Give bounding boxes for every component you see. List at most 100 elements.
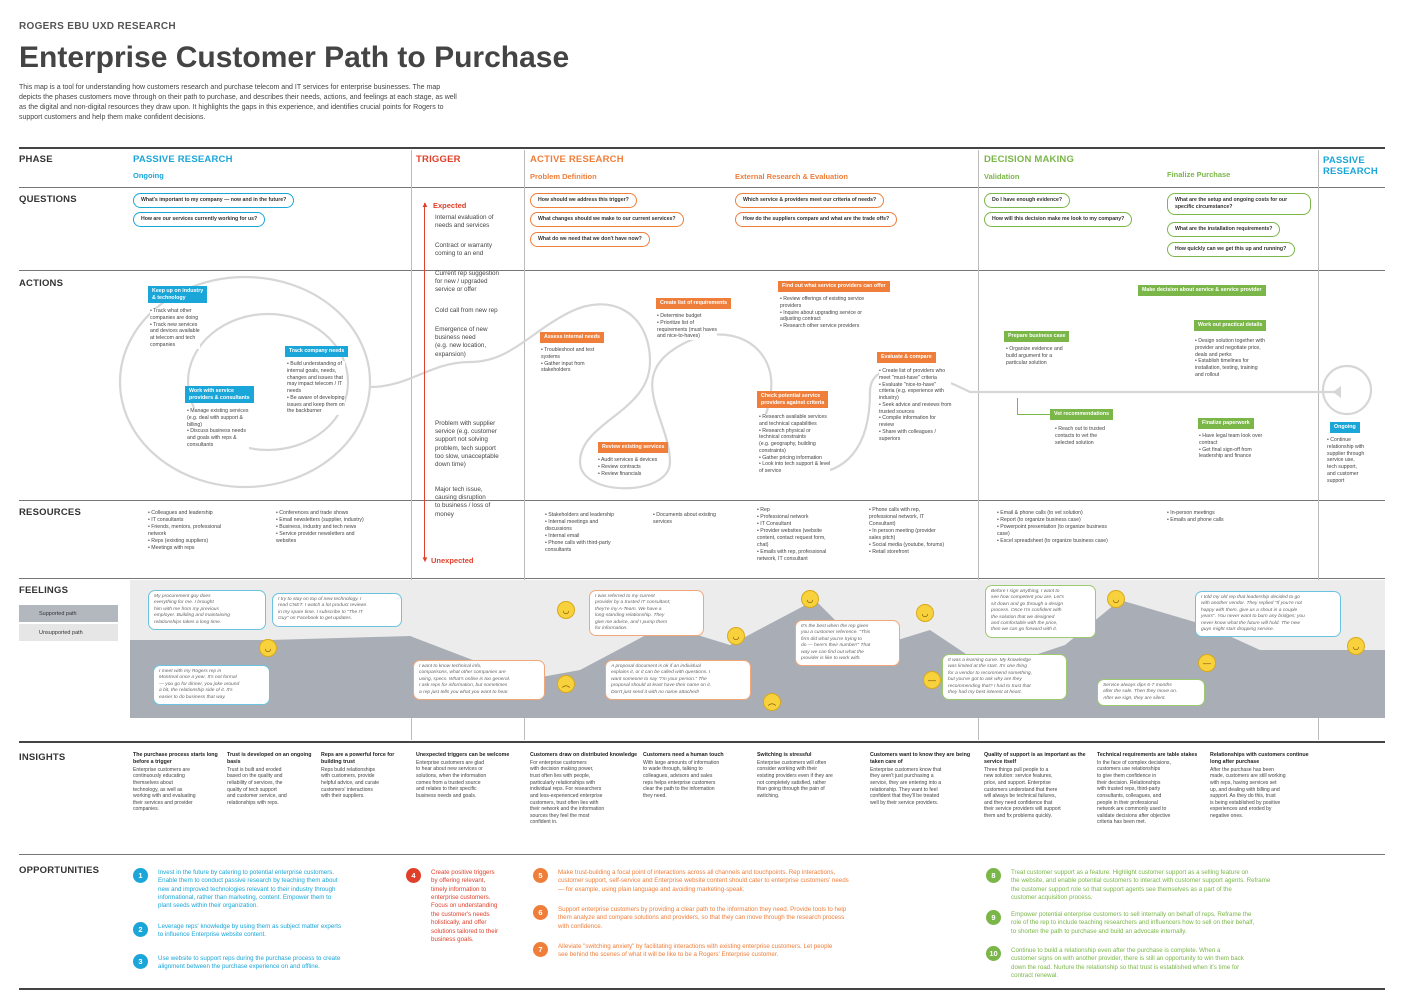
action-keep-up-industry: Keep up on industry & technology: [148, 286, 208, 304]
phase-passive-research: PASSIVE RESEARCH: [133, 154, 233, 165]
insight-text: Enterprise customers will often consider…: [757, 759, 833, 799]
action-create-text: • Determine budget • Prioritize list of …: [657, 313, 717, 340]
content-face-icon: ◡: [1347, 637, 1365, 655]
row-label-resources: RESOURCES: [19, 507, 81, 518]
action-vet-recommendations: Vet recommendations: [1050, 409, 1114, 420]
action-assess-internal-needs: Assess internal needs: [540, 332, 604, 343]
action-check-text: • Research available services and techni…: [759, 414, 831, 475]
connector: [1017, 414, 1050, 415]
insight-title: Unexpected triggers can be welcome: [416, 752, 510, 758]
row-label-feelings: FEELINGS: [19, 585, 69, 596]
row-label-insights: INSIGHTS: [19, 752, 66, 763]
subphase-external-research: External Research & Evaluation: [735, 172, 848, 181]
rule-bottom: [19, 988, 1385, 990]
opportunity-text: Support enterprise customers by providin…: [558, 906, 847, 930]
worried-face-icon: ︵: [557, 675, 575, 693]
resource-list: • Email & phone calls (to vet solution) …: [997, 510, 1108, 545]
insight-text: With large amounts of information to wad…: [643, 759, 720, 799]
resource-list: • Stakeholders and leadership • Internal…: [545, 512, 615, 554]
opportunity-text: Continue to build a relationship even af…: [1011, 947, 1244, 980]
action-work-with-providers: Work with service providers & consultant…: [185, 386, 254, 404]
insight-title: Customers draw on distributed knowledge: [530, 752, 638, 758]
action-vet-text: • Reach out to trusted contacts to vet t…: [1055, 426, 1105, 447]
feeling-quote: I want to know technical info, compariso…: [413, 660, 545, 700]
action-work-out-details: Work out practical details: [1194, 320, 1267, 331]
feeling-quote: Service always dips 6-7 months after the…: [1097, 679, 1205, 707]
opportunity-text: Invest in the future by catering to pote…: [158, 869, 338, 910]
action-paperwork-text: • Have legal team look over contract • G…: [1199, 433, 1263, 460]
legend-unsupported-swatch: [19, 624, 118, 641]
resource-list: • Colleagues and leadership • IT consult…: [148, 510, 222, 552]
insight-title: Customers need a human touch: [643, 752, 724, 758]
subphase-validation: Validation: [984, 172, 1020, 181]
flow-path-lines: [118, 275, 1373, 490]
action-ongoing-text: • Continue relationship with supplier th…: [1327, 437, 1365, 485]
legend-unsupported: Unsupported path: [39, 630, 83, 636]
arrow-up-icon: ▲: [421, 200, 429, 209]
phase-passive-research-2: PASSIVE RESEARCH: [1323, 155, 1378, 178]
subphase-finalize-purchase: Finalize Purchase: [1167, 170, 1231, 179]
opportunity-text: Make trust-building a focal point of int…: [558, 869, 849, 893]
connector: [1017, 398, 1018, 414]
subphase-ongoing: Ongoing: [133, 171, 164, 180]
unsure-face-icon: —: [923, 671, 941, 689]
trigger-item: Internal evaluation of needs and service…: [435, 214, 494, 230]
action-review-existing-services: Review existing services: [598, 442, 669, 453]
happy-face-icon: ◡: [801, 590, 819, 608]
question-bubble: What are the installation requirements?: [1167, 222, 1281, 237]
action-find-out-providers: Find out what service providers can offe…: [778, 281, 890, 292]
opportunity-number: 3: [133, 954, 148, 969]
trigger-axis: [424, 203, 425, 560]
opportunity-number: 10: [986, 946, 1001, 961]
question-bubble: How are our services currently working f…: [133, 212, 266, 227]
action-ongoing: Ongoing: [1330, 422, 1360, 433]
trigger-item: Cold call from new rep: [435, 307, 498, 314]
opportunity-text: Use website to support reps during the p…: [158, 955, 341, 971]
action-find-text: • Review offerings of existing service p…: [780, 296, 865, 330]
question-bubble: Do I have enough evidence?: [984, 193, 1071, 208]
insight-item: Reps are a powerful force for building t…: [321, 752, 409, 800]
insight-title: Technical requirements are table stakes: [1097, 752, 1198, 758]
action-review-text: • Audit services & devices • Review cont…: [598, 457, 658, 478]
action-prepare-business-case: Prepare business case: [1004, 331, 1070, 342]
resource-list: • Rep • Professional network • IT Consul…: [757, 507, 827, 563]
phase-trigger: TRIGGER: [416, 154, 461, 165]
rule-actions: [19, 270, 1385, 271]
frustrated-face-icon: ︵: [763, 693, 781, 711]
rule-insights: [19, 741, 1385, 743]
opportunity-text: Alleviate "switching anxiety" by facilit…: [558, 943, 833, 959]
feeling-quote: It's the best when the rep gives you a c…: [795, 620, 900, 667]
unsure-face-icon: —: [1198, 654, 1216, 672]
row-label-opportunities: OPPORTUNITIES: [19, 865, 100, 876]
rule-questions: [19, 187, 1385, 188]
col-sep-passive2: [1318, 150, 1319, 740]
action-evaluate-text: • Create list of providers who meet "mus…: [879, 368, 952, 443]
question-bubble: What's important to my company — now and…: [133, 193, 295, 208]
page-title: Enterprise Customer Path to Purchase: [19, 41, 570, 74]
question-bubble: What are the setup and ongoing costs for…: [1167, 193, 1311, 215]
trigger-item: Emergence of new business need (e.g. new…: [435, 326, 488, 358]
col-sep-decision: [978, 150, 979, 740]
feeling-quote: I told my old rep that leadership decide…: [1195, 591, 1341, 638]
intro-text: This map is a tool for understanding how…: [19, 84, 457, 122]
insight-title: Switching is stressful: [757, 752, 812, 758]
insight-item: Customers want to know they are being ta…: [870, 752, 978, 806]
happy-face-icon: ◡: [727, 627, 745, 645]
action-check-providers: Check potential service providers agains…: [757, 391, 829, 409]
resource-list: • In-person meetings • Emails and phone …: [1167, 510, 1224, 524]
trigger-item: Major tech issue, causing disruption to …: [435, 486, 491, 518]
arrow-down-icon: ▼: [421, 555, 429, 564]
feeling-quote: A proposal document is ok if an individu…: [605, 660, 751, 700]
content-face-icon: ◡: [916, 604, 934, 622]
action-finalize-paperwork: Finalize paperwork: [1198, 418, 1254, 429]
opportunity-number: 6: [533, 905, 548, 920]
resource-list: • Documents about existing services: [653, 512, 716, 526]
insight-text: Enterprise customers are continuously ed…: [133, 766, 196, 813]
org-name: ROGERS EBU UXD RESEARCH: [19, 21, 176, 32]
trigger-item: Current rep suggestion for new / upgrade…: [435, 270, 500, 294]
legend-supported: Supported path: [39, 611, 77, 617]
